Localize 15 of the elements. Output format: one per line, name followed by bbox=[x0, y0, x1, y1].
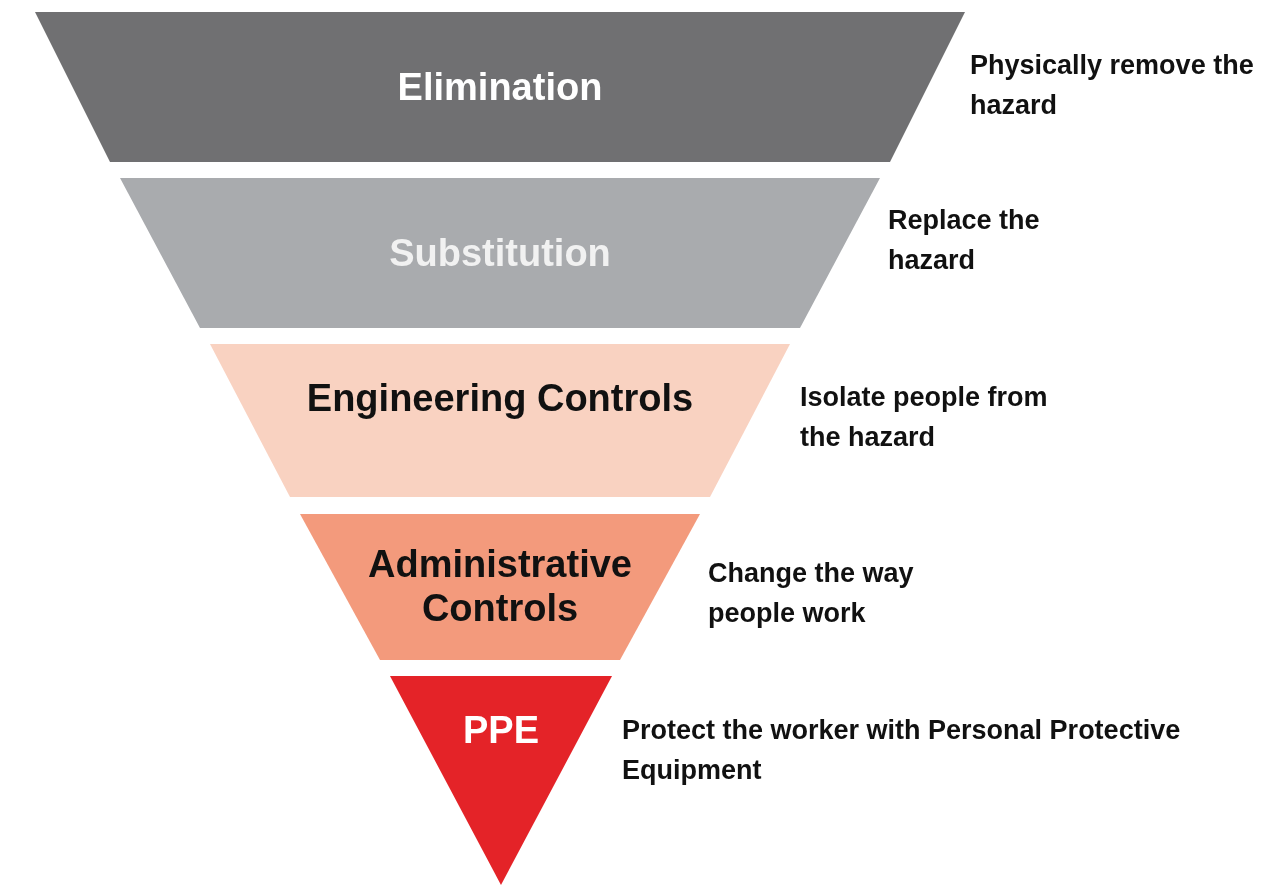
description-text: Physically remove the hazard bbox=[970, 49, 1255, 122]
trapezoid-band bbox=[300, 514, 700, 660]
level-title: Administrative Controls bbox=[367, 542, 633, 630]
trapezoid-band bbox=[35, 12, 965, 162]
level-title: Elimination bbox=[396, 65, 604, 109]
level-title: PPE bbox=[461, 708, 540, 752]
level-title: Substitution bbox=[388, 231, 612, 275]
trapezoid-band bbox=[120, 178, 880, 328]
level-title: Engineering Controls bbox=[305, 376, 695, 420]
description-text: Isolate people from the hazard bbox=[800, 381, 1049, 454]
trapezoid-band bbox=[210, 344, 790, 497]
description-text: Change the way people work bbox=[708, 557, 915, 630]
description-text: Protect the worker with Personal Protective Equipment bbox=[622, 714, 1182, 787]
triangle-band bbox=[390, 676, 612, 885]
description-text: Replace the hazard bbox=[888, 204, 1041, 277]
